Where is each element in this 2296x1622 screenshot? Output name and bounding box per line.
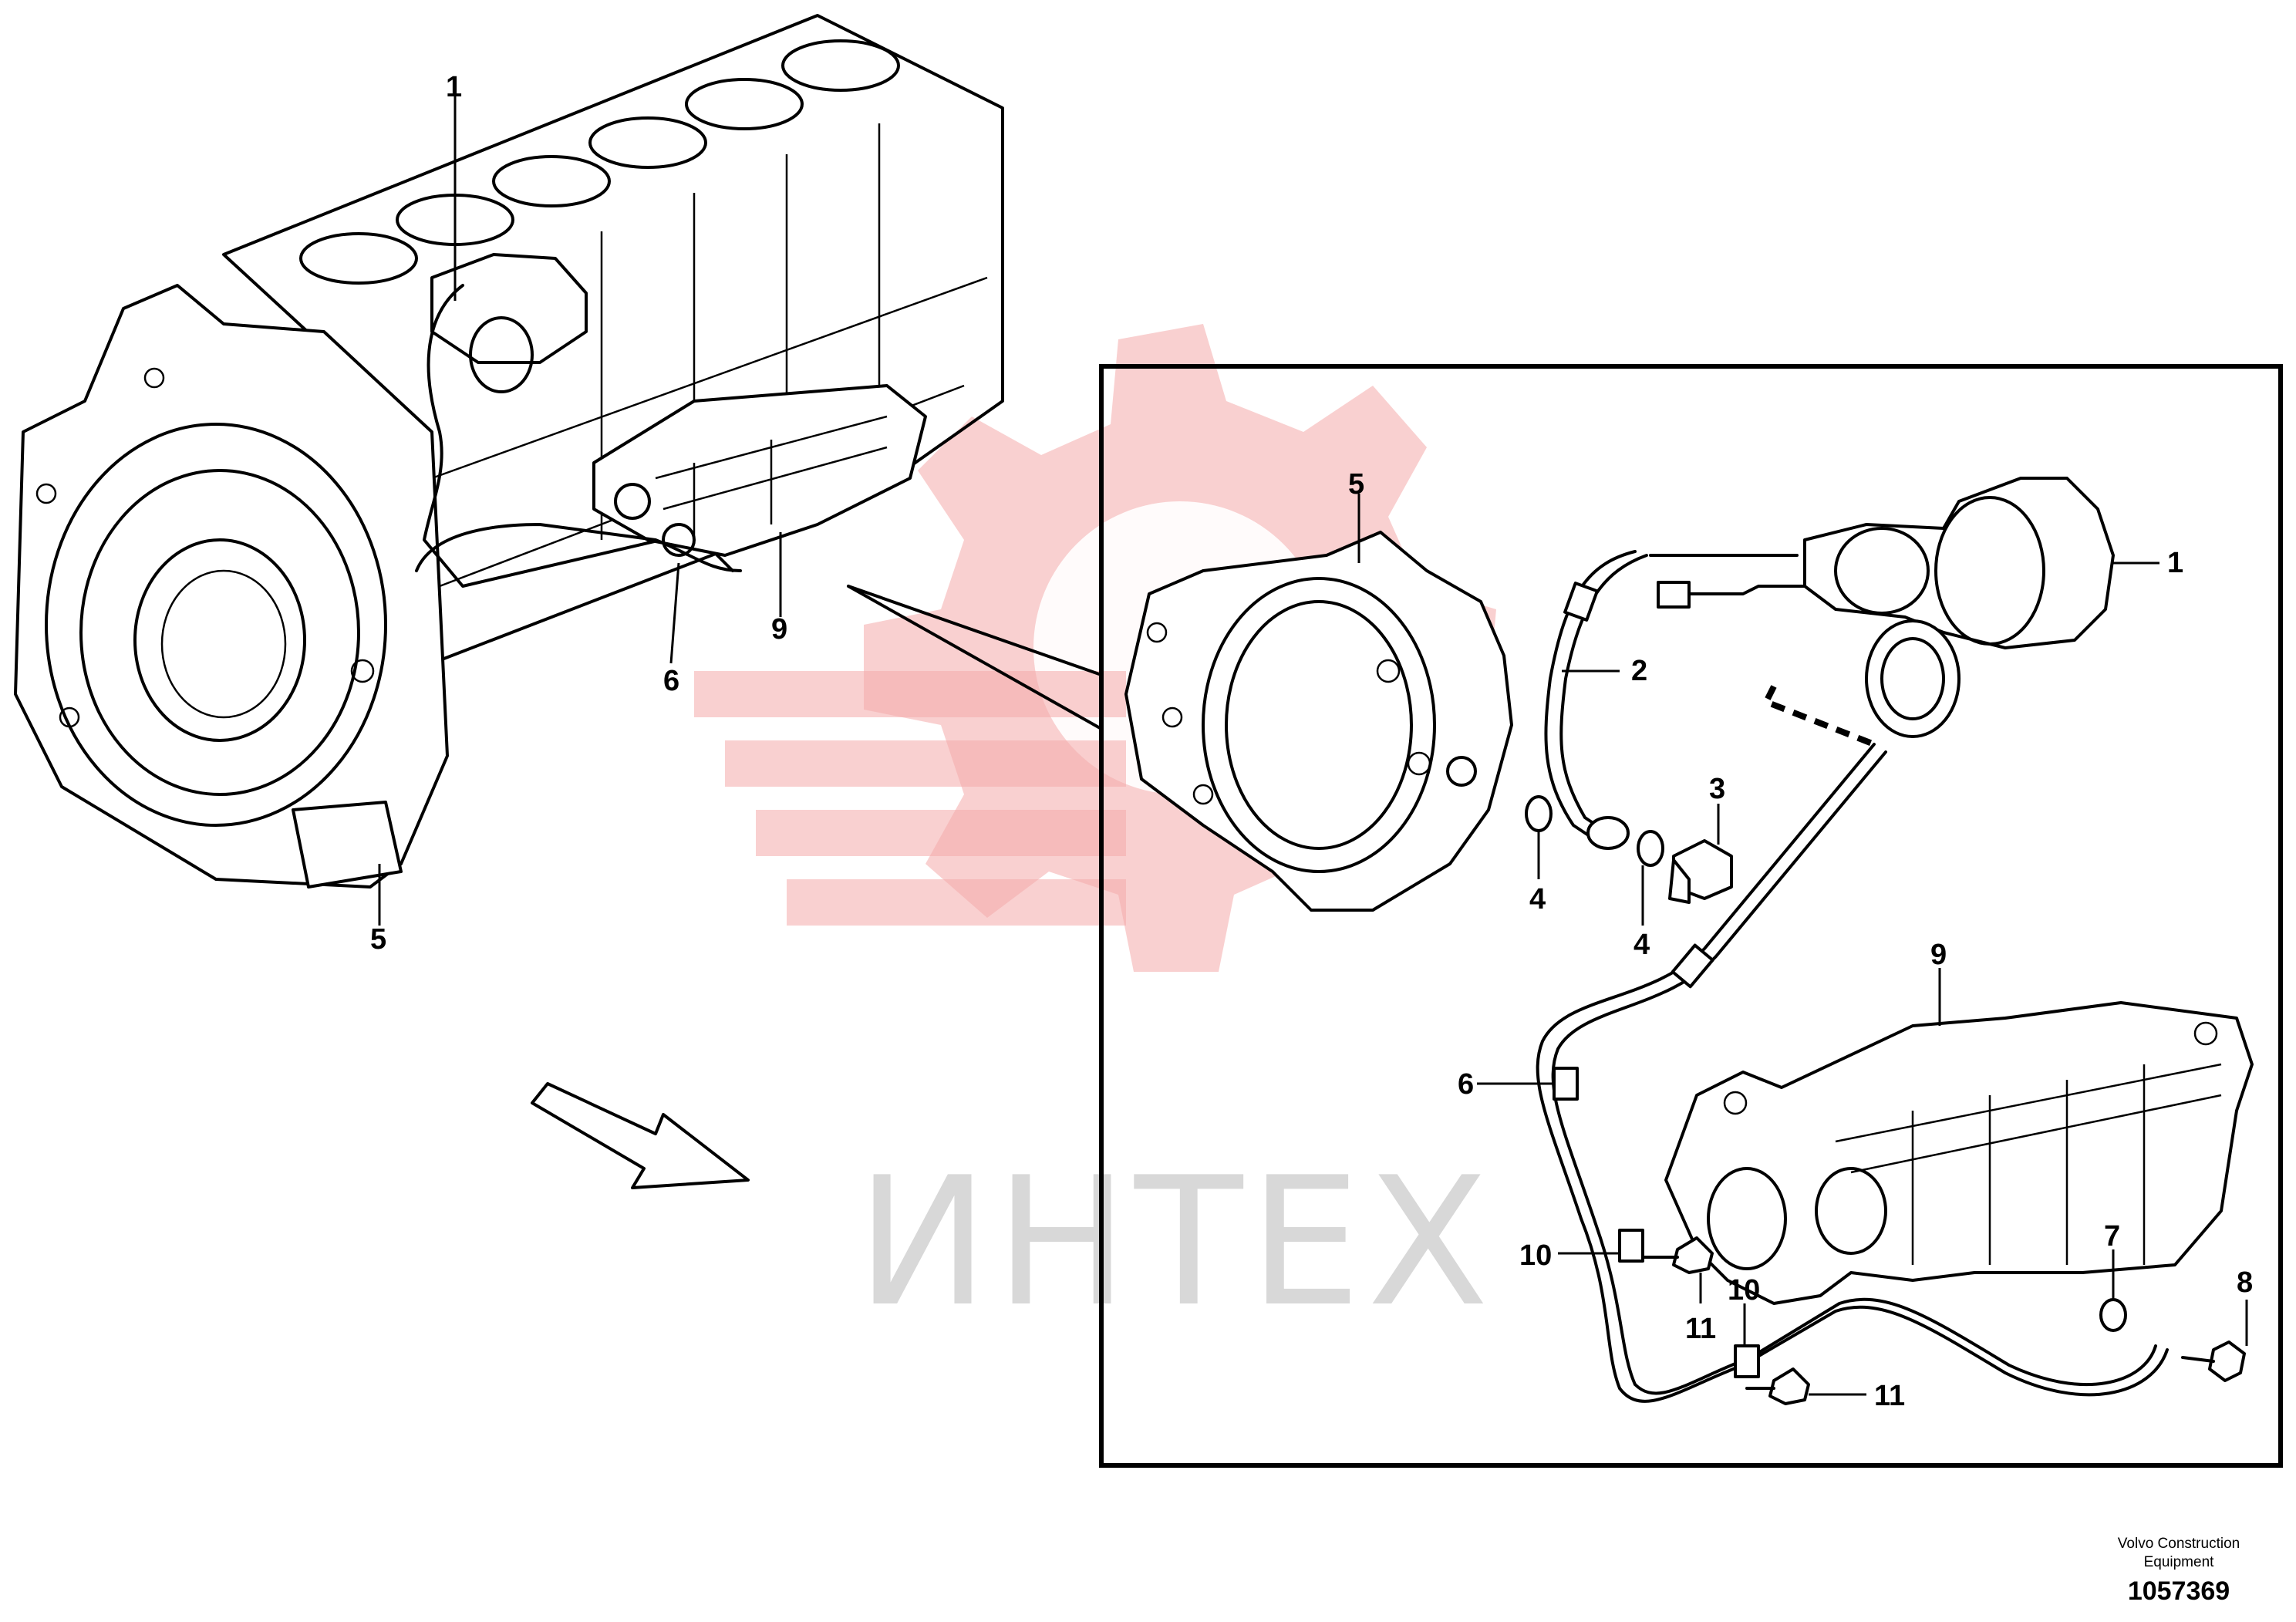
callout-detail-2: 2 xyxy=(1631,655,1647,687)
detail-part-10-clamp-b xyxy=(1734,1344,1760,1378)
callout-detail-9: 9 xyxy=(1930,939,1947,971)
detail-part-6-pipe xyxy=(1536,743,2169,1403)
detail-part-1-pump xyxy=(1657,477,2115,738)
company-name-line1: Volvo Construction xyxy=(2117,1536,2240,1552)
detail-part-7-washer xyxy=(2099,1298,2127,1332)
detail-part-2-pipe xyxy=(1544,550,1799,850)
zoom-wedge-top xyxy=(847,585,1103,676)
detail-part-8-bolt xyxy=(2181,1340,2246,1382)
callout-detail-11a: 11 xyxy=(1685,1313,1716,1345)
callout-detail-10b: 10 xyxy=(1728,1274,1760,1307)
detail-frame xyxy=(1099,364,2283,1468)
watermark-text: ИНТЕХ xyxy=(856,1140,1495,1346)
callout-detail-5: 5 xyxy=(1348,468,1364,501)
detail-part-11-bolt-b xyxy=(1745,1367,1810,1405)
detail-part-11-bolt-a xyxy=(1641,1236,1714,1274)
callout-detail-3: 3 xyxy=(1709,773,1725,805)
callout-detail-4b: 4 xyxy=(1633,929,1650,961)
detail-part-4-washer-a xyxy=(1525,795,1553,832)
callout-detail-8: 8 xyxy=(2237,1266,2253,1299)
company-name-line2: Equipment xyxy=(2143,1554,2214,1570)
detail-part-10-clamp-a xyxy=(1618,1229,1644,1263)
direction-arrow xyxy=(531,1082,750,1189)
drawing-number: 1057369 xyxy=(2127,1576,2230,1606)
detail-part-5-housing xyxy=(1124,531,1513,912)
callout-overview-1: 1 xyxy=(446,71,462,103)
detail-part-4-washer-b xyxy=(1637,830,1664,867)
callout-overview-5: 5 xyxy=(370,923,386,956)
callout-detail-1: 1 xyxy=(2167,547,2183,579)
dashed-connector xyxy=(1762,685,1876,747)
detail-part-9-filter-housing xyxy=(1664,1001,2254,1305)
callout-overview-6: 6 xyxy=(663,665,679,697)
detail-part-3-bolt xyxy=(1668,839,1733,904)
zoom-wedge-bottom xyxy=(847,585,1103,730)
drawing-footer: Volvo Construction Equipment 1057369 xyxy=(2082,1535,2275,1607)
callout-detail-6: 6 xyxy=(1458,1068,1474,1101)
callout-detail-7: 7 xyxy=(2104,1220,2120,1253)
callout-detail-11b: 11 xyxy=(1874,1380,1905,1412)
callout-detail-10a: 10 xyxy=(1519,1239,1552,1272)
callout-detail-4a: 4 xyxy=(1529,883,1546,916)
callout-overview-9: 9 xyxy=(771,613,787,646)
